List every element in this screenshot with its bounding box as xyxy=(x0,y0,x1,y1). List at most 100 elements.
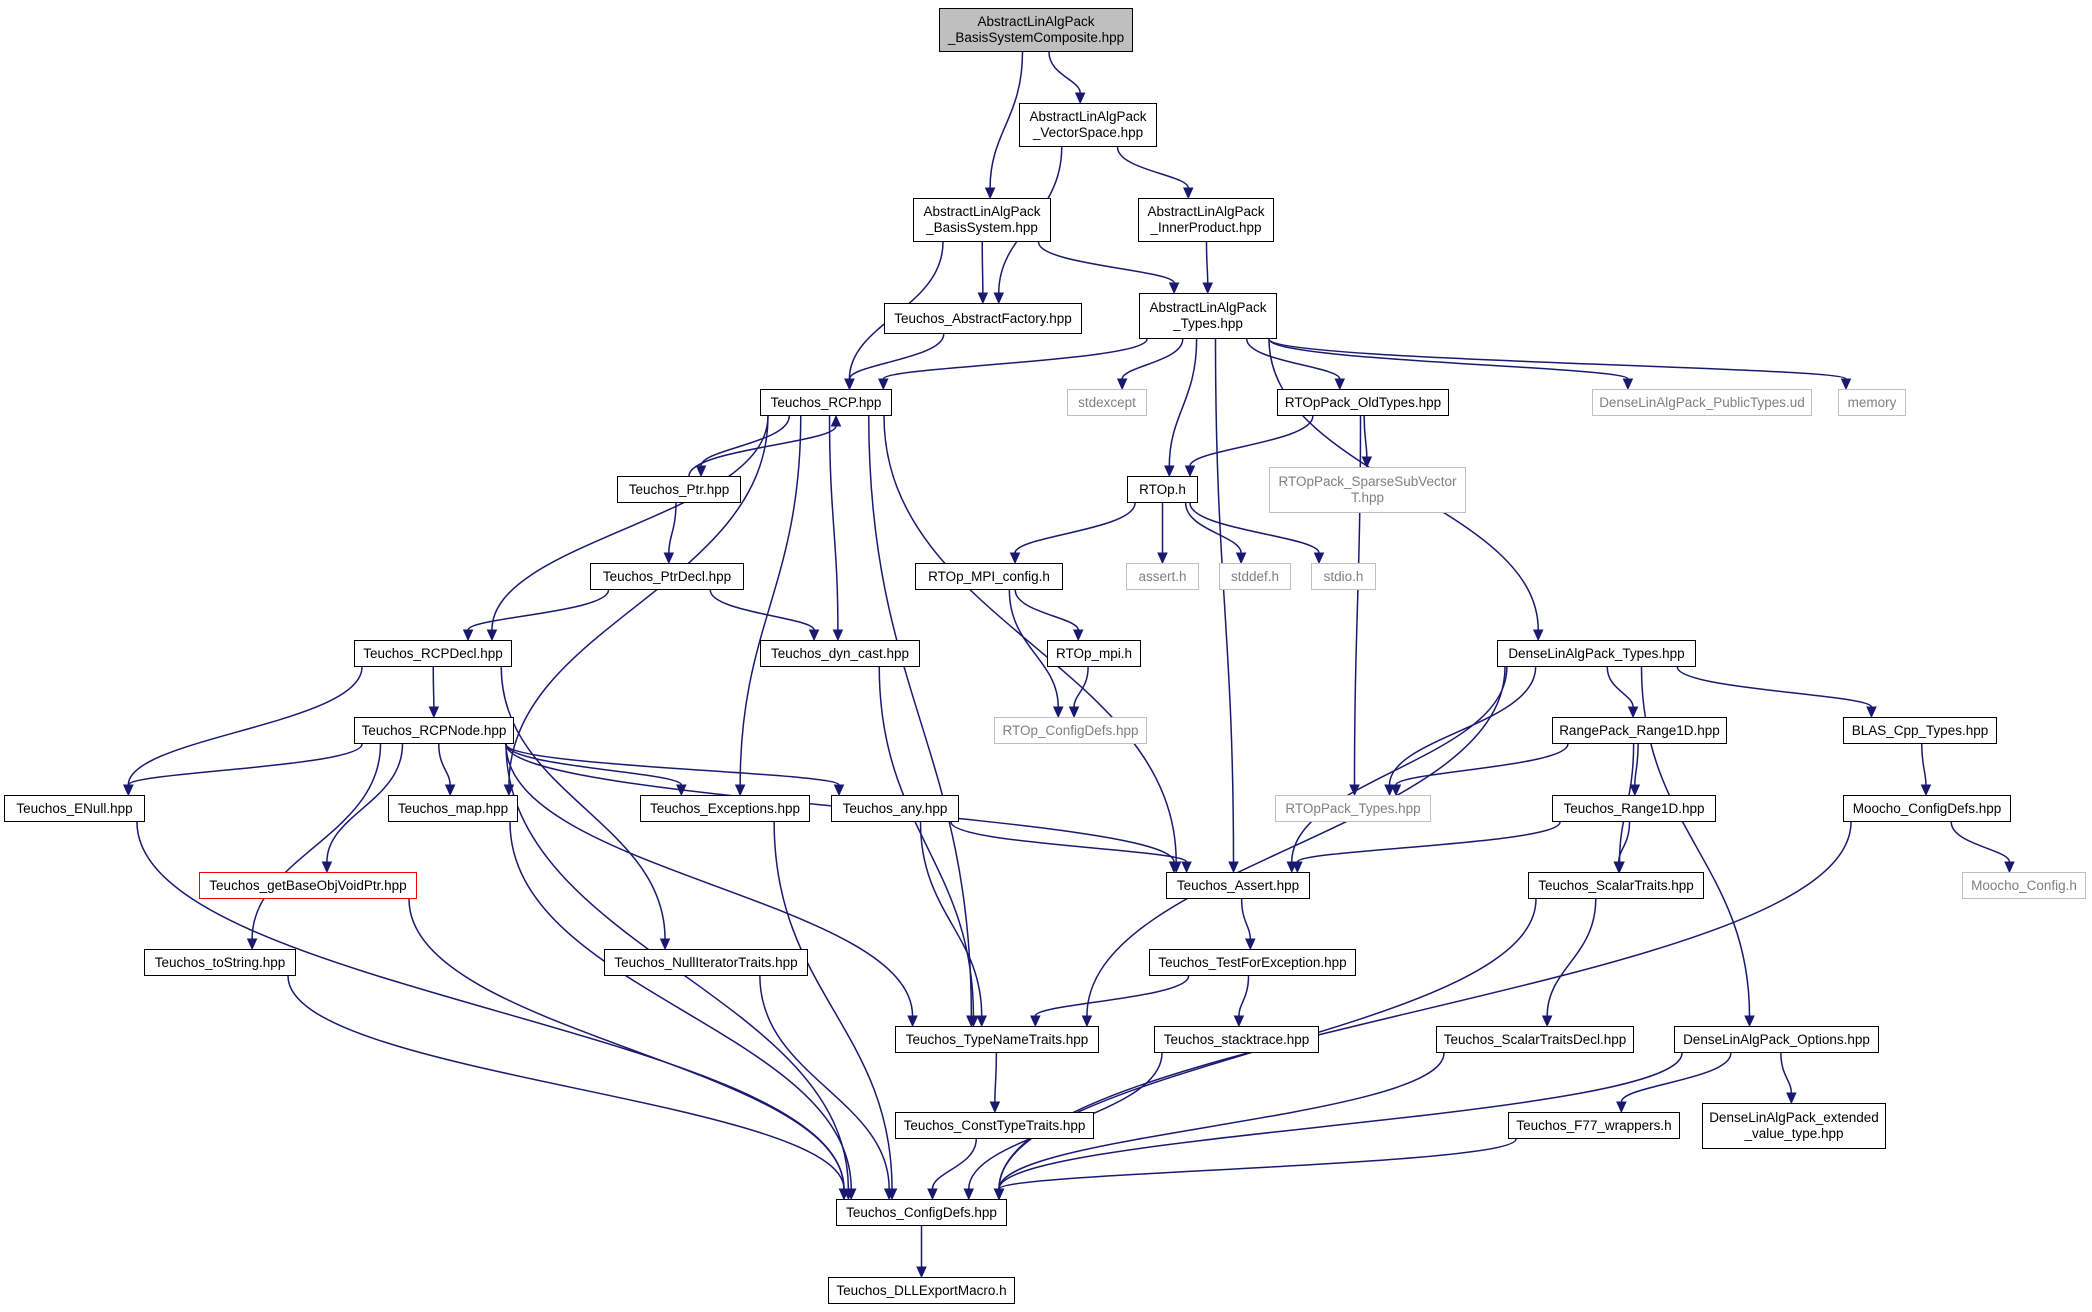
edge-vecspace-to-innerprod xyxy=(1116,146,1190,189)
arrowhead-nulliter xyxy=(659,938,671,951)
edge-algtypes-to-stdexcept xyxy=(1121,338,1184,380)
node-teuchos-rcpdecl[interactable]: Teuchos_RCPDecl.hpp xyxy=(354,640,512,667)
node-rtoppack-types[interactable]: RTOpPack_Types.hpp xyxy=(1275,795,1431,822)
node-blas-cpp-types[interactable]: BLAS_Cpp_Types.hpp xyxy=(1843,717,1997,744)
edge-any-to-typename xyxy=(919,821,983,1017)
node-teuchos-any[interactable]: Teuchos_any.hpp xyxy=(831,795,959,822)
arrowhead-typename xyxy=(1030,1015,1041,1028)
node-teuchos-testforexception[interactable]: Teuchos_TestForException.hpp xyxy=(1149,949,1356,976)
arrowhead-basissys xyxy=(984,187,996,200)
node-assert-h[interactable]: assert.h xyxy=(1126,563,1199,590)
node-denselinalgpack-types[interactable]: DenseLinAlgPack_Types.hpp xyxy=(1497,640,1696,667)
node-denselinalgpack-extended-value-type[interactable]: DenseLinAlgPack_extended _value_type.hpp xyxy=(1702,1103,1886,1149)
arrowhead-typename xyxy=(968,1015,979,1028)
edge-rcpnode-to-typename xyxy=(505,743,914,1017)
arrowhead-dyncast xyxy=(808,629,820,642)
node-rtop-mpi-h[interactable]: RTOp_mpi.h xyxy=(1047,640,1141,667)
node-rtoppack-sparsesubvector[interactable]: RTOpPack_SparseSubVector T.hpp xyxy=(1269,467,1466,513)
node-teuchos-scalartraits[interactable]: Teuchos_ScalarTraits.hpp xyxy=(1528,872,1704,899)
arrowhead-stdexcept xyxy=(1116,378,1128,391)
edge-algtypes-to-rtopoldtypes xyxy=(1246,338,1341,380)
node-abstractlinalgpack-innerproduct[interactable]: AbstractLinAlgPack _InnerProduct.hpp xyxy=(1138,198,1274,242)
node-memory[interactable]: memory xyxy=(1838,389,1906,416)
node-teuchos-ptr[interactable]: Teuchos_Ptr.hpp xyxy=(617,476,741,503)
arrowhead-exceptions xyxy=(734,784,746,797)
arrowhead-moochoconfig xyxy=(2004,861,2015,874)
edge-dyncast-to-typename xyxy=(878,666,975,1017)
edge-any-to-assert xyxy=(950,821,1188,863)
node-teuchos-rcp[interactable]: Teuchos_RCP.hpp xyxy=(760,389,892,416)
arrowhead-rcp xyxy=(878,378,889,391)
arrowhead-rcpdecl xyxy=(462,629,474,642)
node-teuchos-typenametraits[interactable]: Teuchos_TypeNameTraits.hpp xyxy=(895,1026,1099,1053)
node-rtoppack-oldtypes[interactable]: RTOpPack_OldTypes.hpp xyxy=(1277,389,1449,416)
arrowhead-configdefs xyxy=(838,1188,850,1201)
arrowhead-assert xyxy=(1168,861,1180,874)
node-teuchos-enull[interactable]: Teuchos_ENull.hpp xyxy=(4,795,145,822)
edge-denseoptions-to-f77 xyxy=(1620,1052,1732,1103)
arrowhead-densetypes xyxy=(1532,629,1544,642)
node-moocho-config-h[interactable]: Moocho_Config.h xyxy=(1962,872,2086,899)
arrowhead-absfactory xyxy=(993,292,1005,305)
node-teuchos-getbaseobjvoidptr[interactable]: Teuchos_getBaseObjVoidPtr.hpp xyxy=(199,872,417,899)
arrowhead-assert xyxy=(1228,861,1239,874)
node-denselinalgpack-publictypes[interactable]: DenseLinAlgPack_PublicTypes.ud xyxy=(1592,389,1812,416)
edge-densetypes-to-typename xyxy=(1086,666,1506,1017)
edge-rcp-to-exceptions xyxy=(739,415,802,786)
edge-root-to-basissys xyxy=(989,51,1024,189)
edge-densetypes-to-range1dpack xyxy=(1606,666,1634,708)
node-teuchos-scalartraitsdecl[interactable]: Teuchos_ScalarTraitsDecl.hpp xyxy=(1436,1026,1634,1053)
node-abstractlinalgpack-basissystem[interactable]: AbstractLinAlgPack _BasisSystem.hpp xyxy=(913,198,1051,242)
node-teuchos-assert[interactable]: Teuchos_Assert.hpp xyxy=(1166,872,1310,899)
node-abstractlinalgpack-types[interactable]: AbstractLinAlgPack _Types.hpp xyxy=(1139,293,1277,339)
edge-rtopoldtypes-to-sparsesub xyxy=(1363,415,1368,458)
node-rtop-configdefs[interactable]: RTOp_ConfigDefs.hpp xyxy=(994,717,1147,744)
edge-testforexc-to-typename xyxy=(1034,975,1190,1017)
arrowhead-range1d xyxy=(1629,784,1641,797)
node-teuchos-rcpnode[interactable]: Teuchos_RCPNode.hpp xyxy=(354,717,514,744)
node-denselinalgpack-options[interactable]: DenseLinAlgPack_Options.hpp xyxy=(1674,1026,1879,1053)
arrowhead-scalartraits xyxy=(1613,861,1624,874)
arrowhead-configdefs xyxy=(927,1188,938,1201)
edge-testforexc-to-stacktrace xyxy=(1238,975,1250,1017)
edge-rcp-to-typename xyxy=(868,415,973,1017)
arrowhead-stdio xyxy=(1313,552,1325,565)
edge-algtypes-to-rcp xyxy=(882,338,1148,380)
node-moocho-configdefs[interactable]: Moocho_ConfigDefs.hpp xyxy=(1843,795,2011,822)
node-stdio-h[interactable]: stdio.h xyxy=(1311,563,1376,590)
arrowhead-moochodefs xyxy=(1920,784,1932,797)
edge-denseoptions-to-configdefs xyxy=(998,1052,1683,1190)
edge-ptr-to-ptrdecl xyxy=(668,502,677,554)
node-rtop-h[interactable]: RTOp.h xyxy=(1127,476,1198,503)
edge-basissys-to-absfactory xyxy=(981,241,984,294)
node-teuchos-ptrdecl[interactable]: Teuchos_PtrDecl.hpp xyxy=(590,563,744,590)
arrowhead-enull xyxy=(123,784,134,797)
node-teuchos-range1d[interactable]: Teuchos_Range1D.hpp xyxy=(1552,795,1716,822)
node-teuchos-stacktrace[interactable]: Teuchos_stacktrace.hpp xyxy=(1154,1026,1319,1053)
node-rangepack-range1d[interactable]: RangePack_Range1D.hpp xyxy=(1552,717,1727,744)
arrowhead-rtoptypes xyxy=(1390,784,1402,797)
node-teuchos-exceptions[interactable]: Teuchos_Exceptions.hpp xyxy=(640,795,810,822)
node-abstractlinalgpack-vectorspace[interactable]: AbstractLinAlgPack _VectorSpace.hpp xyxy=(1019,103,1157,147)
arrowhead-blas xyxy=(1866,706,1877,719)
node-teuchos-tostring[interactable]: Teuchos_toString.hpp xyxy=(144,949,296,976)
node-teuchos-dllexportmacro[interactable]: Teuchos_DLLExportMacro.h xyxy=(828,1277,1015,1304)
node-teuchos-dyn-cast[interactable]: Teuchos_dyn_cast.hpp xyxy=(760,640,920,667)
edge-scalartraits-to-scalardecl xyxy=(1546,898,1597,1017)
edge-densetypes-to-rtoptypes xyxy=(1388,666,1537,786)
node-teuchos-consttypetraits[interactable]: Teuchos_ConstTypeTraits.hpp xyxy=(895,1112,1094,1139)
node-abstractlinalgpack-basissystemcomposite[interactable]: AbstractLinAlgPack _BasisSystemComposite… xyxy=(939,8,1133,52)
node-teuchos-map[interactable]: Teuchos_map.hpp xyxy=(388,795,518,822)
edge-denseoptions-to-extvalue xyxy=(1780,1052,1793,1094)
node-teuchos-nulliteratortraits[interactable]: Teuchos_NullIteratorTraits.hpp xyxy=(604,949,808,976)
edge-rcpdecl-to-rcpnode xyxy=(432,666,435,708)
node-stdexcept[interactable]: stdexcept xyxy=(1067,389,1147,416)
node-teuchos-abstractfactory[interactable]: Teuchos_AbstractFactory.hpp xyxy=(884,303,1082,334)
node-teuchos-configdefs[interactable]: Teuchos_ConfigDefs.hpp xyxy=(836,1199,1007,1226)
node-stddef-h[interactable]: stddef.h xyxy=(1219,563,1291,590)
edge-rcpnode-to-getbase xyxy=(326,743,404,863)
node-rtop-mpi-config[interactable]: RTOp_MPI_config.h xyxy=(915,563,1063,590)
edge-rtopoldtypes-to-rtoph xyxy=(1189,415,1314,467)
node-teuchos-f77-wrappers[interactable]: Teuchos_F77_wrappers.h xyxy=(1508,1112,1680,1139)
